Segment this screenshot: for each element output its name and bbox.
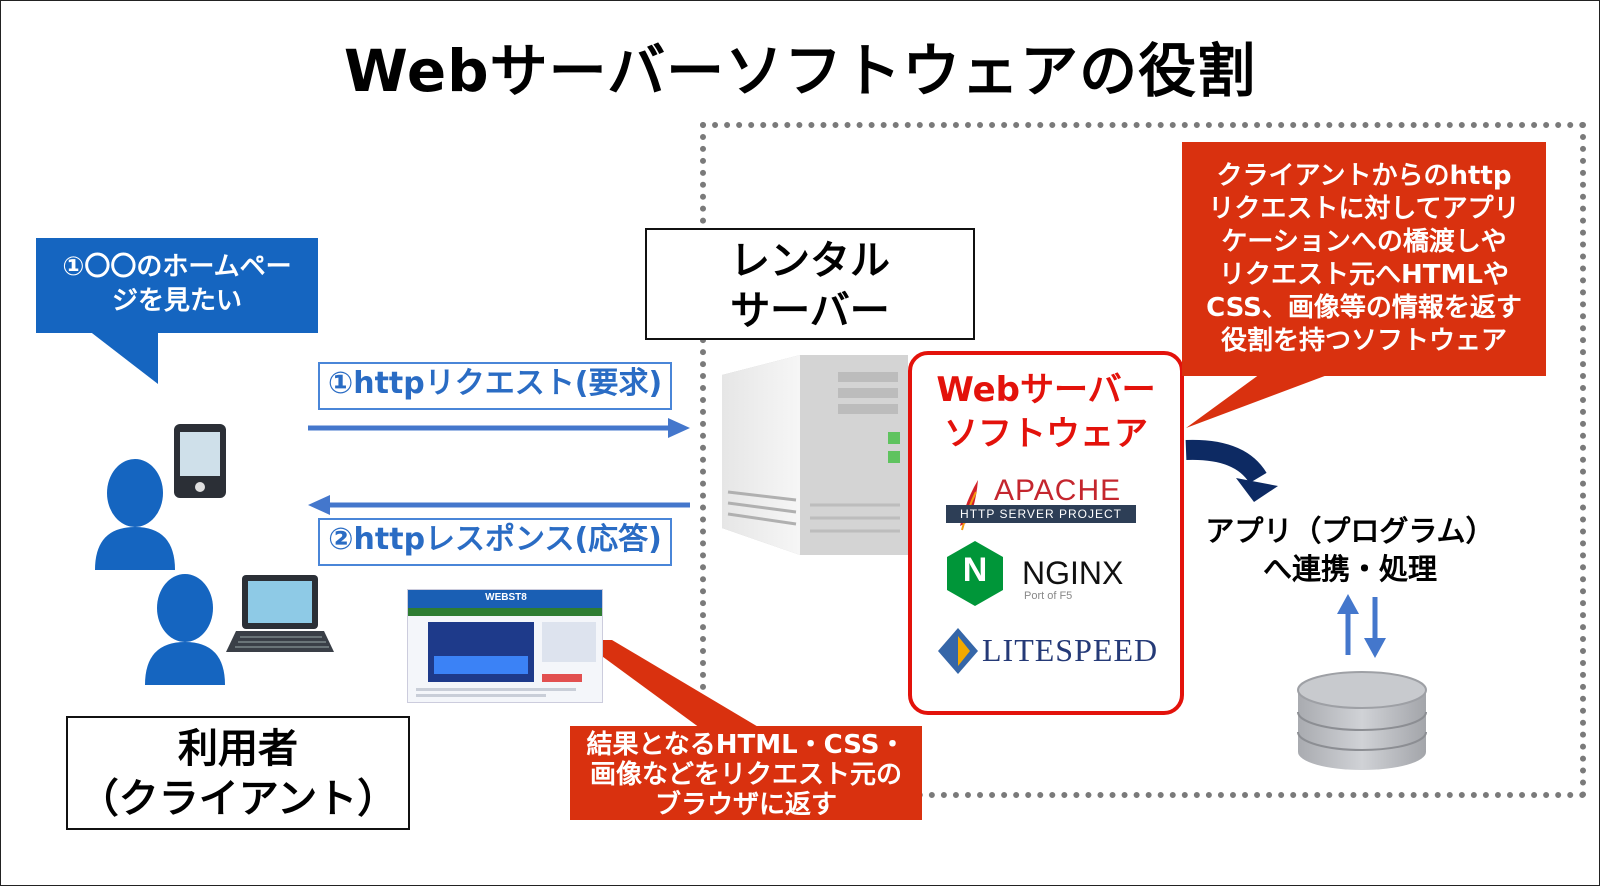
apache-sub-text: HTTP SERVER PROJECT — [960, 507, 1122, 521]
rental-server-line2: サーバー — [730, 288, 890, 334]
callout-line: クライアントからのhttp — [1216, 161, 1512, 191]
user-with-phone-icon — [95, 424, 226, 570]
request-label: ①httpリクエスト(要求) — [318, 362, 672, 410]
database-icon — [1297, 671, 1427, 770]
apache-logo-text: APACHE — [994, 474, 1122, 507]
mw-title-line1: Webサーバー — [936, 370, 1156, 410]
client-box: 利用者 （クライアント） — [66, 716, 410, 830]
nginx-hexagon-icon — [947, 541, 1003, 606]
callout-line: ケーションへの橋渡しや — [1221, 227, 1507, 257]
server-zone-border — [700, 122, 1586, 798]
web-server-software-title: Webサーバー ソフトウェア — [910, 368, 1182, 456]
nginx-mark-letter: N — [962, 551, 988, 589]
callout-line: リクエスト元へHTMLや — [1219, 260, 1509, 290]
client-line2: （クライアント） — [78, 776, 398, 822]
callout-line: リクエストに対してアプリ — [1208, 194, 1520, 224]
result-line2: 画像などをリクエスト元の — [589, 760, 902, 790]
apache-sub-banner — [946, 505, 1136, 523]
result-line3: ブラウザに返す — [654, 790, 837, 820]
nginx-sub-text: Port of F5 — [1024, 590, 1073, 602]
result-callout — [570, 640, 922, 820]
thumbnail-text-line — [416, 688, 576, 691]
thumbnail-sidebar-button — [542, 674, 582, 682]
web-server-software-box — [908, 351, 1184, 715]
webserver-callout-text: クライアントからのhttp リクエストに対してアプリ ケーションへの橋渡しや リ… — [1182, 160, 1546, 358]
rental-server-box: レンタル サーバー — [645, 228, 975, 340]
mw-title-line2: ソフトウェア — [944, 414, 1148, 454]
thumbnail-nav-bar — [408, 608, 602, 616]
browser-screenshot-thumbnail: WEBST8 — [407, 589, 603, 703]
thumbnail-hero-band — [434, 656, 528, 674]
webserver-description-callout — [1182, 142, 1546, 428]
app-database-exchange-arrows — [1337, 594, 1386, 658]
thumbnail-text-line — [416, 694, 546, 697]
app-label-line1: アプリ（プログラム） — [1205, 514, 1495, 548]
callout-line: CSS、画像等の情報を返す — [1206, 293, 1522, 323]
user-bubble-line1: ①〇〇のホームペー — [62, 252, 292, 282]
thumbnail-sidebar — [542, 622, 596, 662]
application-label: アプリ（プログラム） へ連携・処理 — [1190, 512, 1510, 588]
user-speech-bubble — [36, 238, 318, 384]
nginx-logo-text: NGINX — [1022, 555, 1124, 591]
rental-server-line1: レンタル — [730, 238, 890, 284]
user-bubble-line2: ジを見たい — [111, 286, 242, 316]
user-bubble-text: ①〇〇のホームペー ジを見たい — [36, 250, 318, 318]
user-with-laptop-icon — [145, 574, 334, 685]
to-application-arrow — [1185, 439, 1278, 502]
result-callout-text: 結果となるHTML・CSS・ 画像などをリクエスト元の ブラウザに返す — [570, 730, 922, 820]
callout-line: 役割を持つソフトウェア — [1220, 326, 1507, 356]
litespeed-mark-icon — [938, 628, 978, 674]
result-line1: 結果となるHTML・CSS・ — [586, 730, 906, 760]
app-label-line2: へ連携・処理 — [1262, 552, 1437, 586]
request-arrow — [308, 418, 690, 438]
thumbnail-site-name: WEBST8 — [485, 592, 527, 603]
thumbnail-header: WEBST8 — [408, 590, 602, 608]
diagram-title: Webサーバーソフトウェアの役割 — [343, 37, 1257, 105]
litespeed-logo-text: LITESPEED — [982, 632, 1159, 668]
server-tower-icon — [722, 355, 908, 555]
response-label: ②httpレスポンス(応答) — [318, 518, 672, 566]
client-line1: 利用者 — [178, 726, 298, 772]
response-arrow — [308, 495, 690, 515]
